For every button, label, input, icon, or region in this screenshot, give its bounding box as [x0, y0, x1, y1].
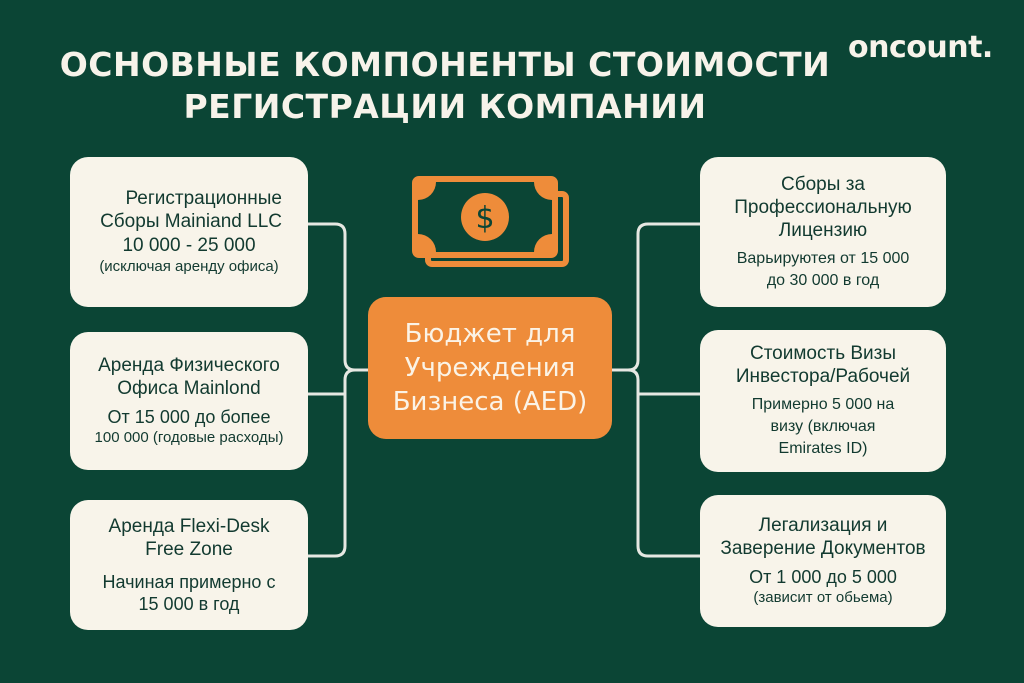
- node-note: (зависит от обьема): [753, 589, 893, 606]
- node-legalization: Легализация и Заверение Документов От 1 …: [700, 495, 946, 627]
- money-bill-dollar-icon: $: [412, 176, 569, 267]
- brand-logo: oncount.: [848, 30, 993, 65]
- connector-left-bottom: [306, 368, 357, 558]
- page-title: ОСНОВНЫЕ КОМПОНЕНТЫ СТОИМОСТИ РЕГИСТРАЦИ…: [40, 44, 850, 128]
- title-line-2: РЕГИСТРАЦИИ КОМПАНИИ: [183, 87, 707, 126]
- node-note: 100 000 (годовые расходы): [94, 429, 284, 446]
- node-head: Сборы за Профессиональную Лицензию: [734, 173, 912, 241]
- node-note: (исключая аренду офиса): [99, 258, 279, 275]
- node-head: Регистрационные Сборы Mainiand LLC: [100, 188, 282, 232]
- center-node-label: Бюджет для Учреждения Бизнеса (AED): [392, 319, 588, 417]
- node-value: От 15 000 до бопее: [107, 407, 271, 427]
- node-head: Легализация и Заверение Документов: [720, 515, 926, 559]
- center-node-budget: Бюджет для Учреждения Бизнеса (AED): [368, 297, 612, 439]
- node-visa-cost: Стоимость Визы Инвестора/Рабочей Примерн…: [700, 330, 946, 472]
- node-value: 10 000 - 25 000: [122, 235, 256, 256]
- node-value: Начиная примерно с 15 000 в год: [102, 572, 276, 614]
- node-value: От 1 000 до 5 000: [749, 567, 897, 587]
- connector-right-top: [610, 222, 702, 372]
- node-head: Аренда Физического Офиса Mainlond: [98, 355, 280, 399]
- node-head: Стоимость Визы Инвестора/Рабочей: [735, 343, 911, 387]
- node-value: Примерно 5 000 на визу (включая Emirates…: [751, 396, 895, 457]
- svg-text:$: $: [475, 201, 494, 236]
- node-value: Варьируютея от 15 000 до 30 000 в год: [736, 249, 910, 289]
- node-registration-fees: Регистрационные Сборы Mainiand LLC 10 00…: [70, 157, 308, 307]
- node-flexi-desk: Аренда Flexi-Desk Free Zone Начиная прим…: [70, 500, 308, 630]
- connector-right-bottom: [626, 368, 702, 558]
- node-physical-office: Аренда Физического Офиса Mainlond От 15 …: [70, 332, 308, 470]
- node-license-fees: Сборы за Профессиональную Лицензию Варьи…: [700, 157, 946, 307]
- node-head: Аренда Flexi-Desk Free Zone: [108, 516, 270, 560]
- title-line-1: ОСНОВНЫЕ КОМПОНЕНТЫ СТОИМОСТИ: [59, 45, 831, 84]
- connector-left-top: [306, 222, 370, 372]
